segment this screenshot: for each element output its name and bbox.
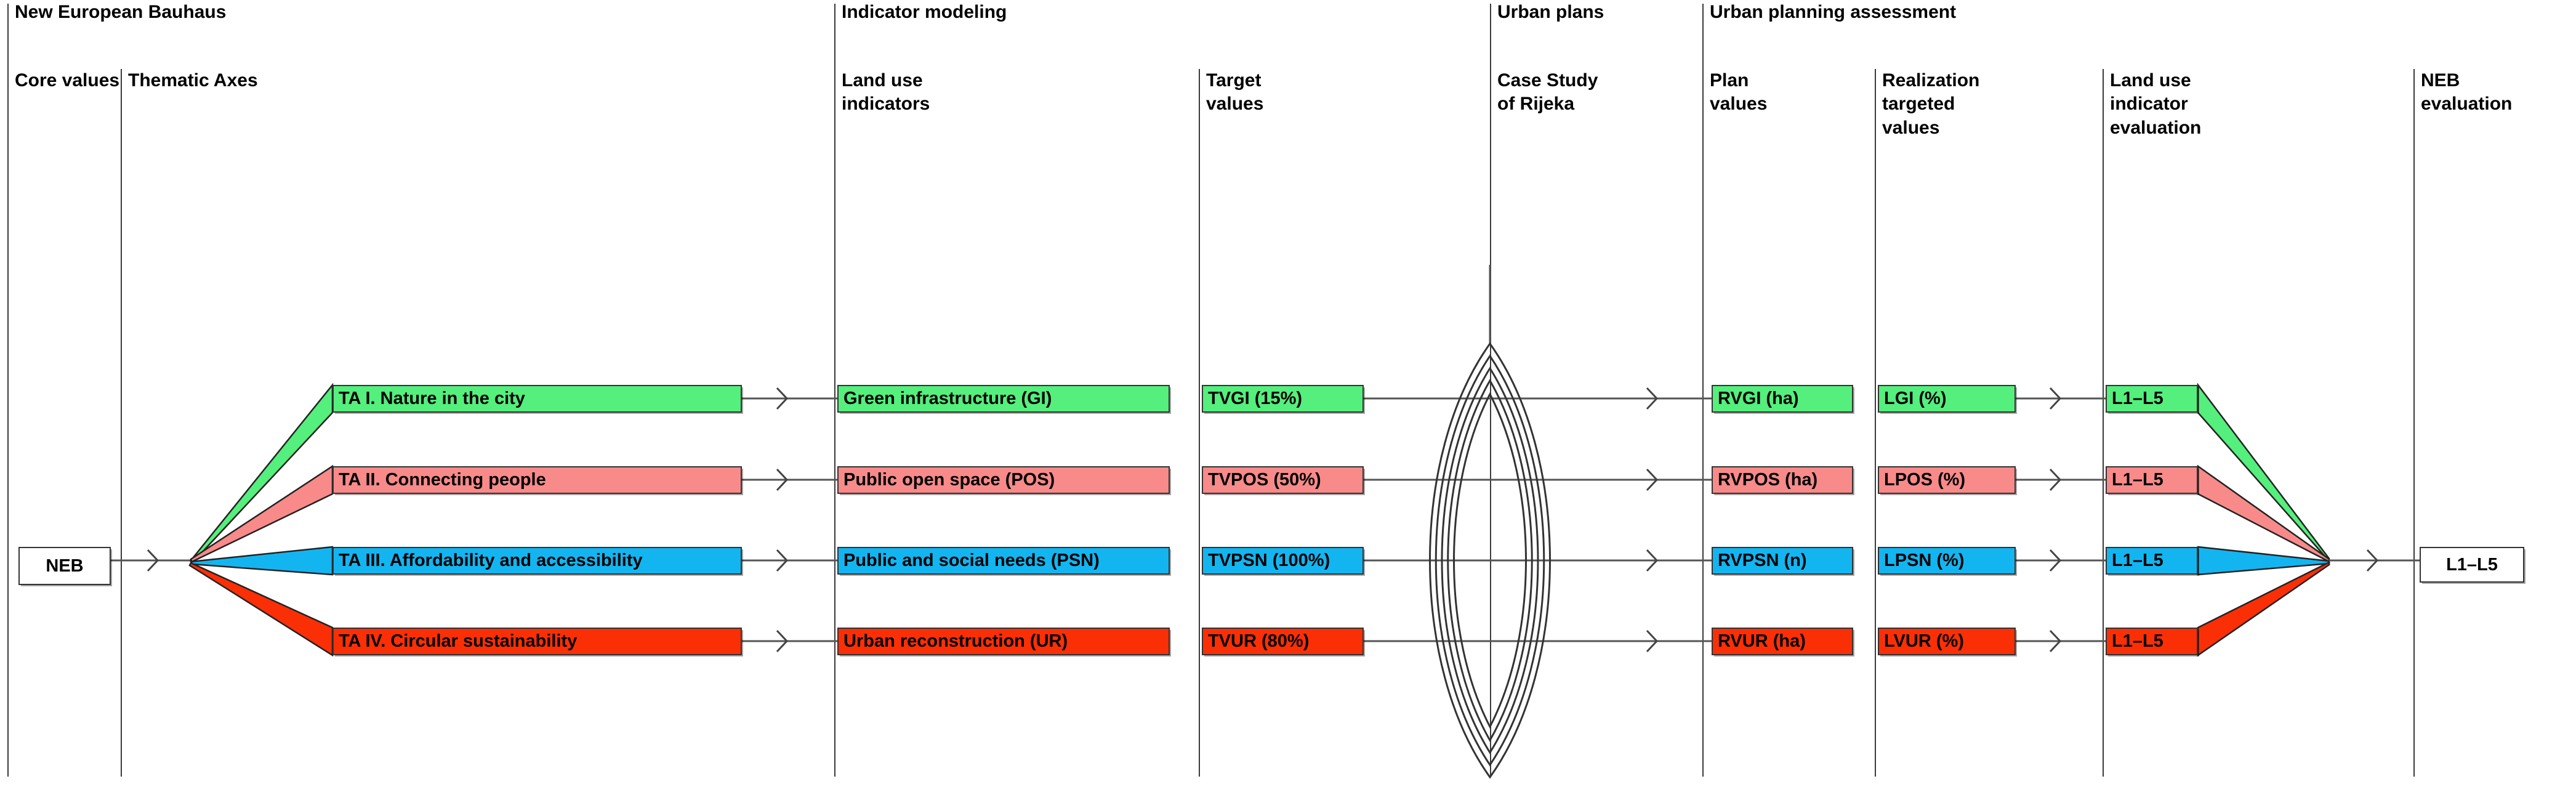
thematic-axis-box-1[interactable]: TA I. Nature in the city xyxy=(332,385,742,413)
indicator-evaluation-box-4[interactable]: L1–L5 xyxy=(2106,628,2198,655)
indicator-evaluation-box-3[interactable]: L1–L5 xyxy=(2106,547,2198,575)
thematic-axis-box-4[interactable]: TA IV. Circular sustainability xyxy=(332,628,742,655)
fan-right-red xyxy=(2197,560,2330,657)
urban-plans-lens xyxy=(1429,342,1551,779)
land-use-indicator-box-1[interactable]: Green infrastructure (GI) xyxy=(837,385,1170,413)
column-title-case-study: Case Study of Rijeka xyxy=(1497,70,1598,115)
rule-neb-evaluation xyxy=(2413,69,2415,777)
indicator-evaluation-box-2[interactable]: L1–L5 xyxy=(2106,466,2198,494)
group-title-new-european-bauhaus: New European Bauhaus xyxy=(15,2,227,22)
indicator-evaluation-box-1[interactable]: L1–L5 xyxy=(2106,385,2198,413)
fan-red xyxy=(188,562,334,657)
plan-value-box-4[interactable]: RVUR (ha) xyxy=(1712,628,1853,655)
rule-assessment-group xyxy=(1702,4,1704,777)
target-value-box-2[interactable]: TVPOS (50%) xyxy=(1202,466,1364,494)
rule-neb-group xyxy=(7,4,9,777)
rule-target-values xyxy=(1199,69,1200,777)
root-node-neb[interactable]: NEB xyxy=(18,547,111,585)
plan-value-box-3[interactable]: RVPSN (n) xyxy=(1712,547,1853,575)
thematic-axis-box-3[interactable]: TA III. Affordability and accessibility xyxy=(332,547,742,575)
plan-value-box-1[interactable]: RVGI (ha) xyxy=(1712,385,1853,413)
fan-green xyxy=(190,382,334,564)
column-title-target-values: Target values xyxy=(1206,70,1264,115)
group-title-indicator-modeling: Indicator modeling xyxy=(842,2,1007,22)
column-title-neb-evaluation: NEB evaluation xyxy=(2421,70,2513,115)
target-value-box-1[interactable]: TVGI (15%) xyxy=(1202,385,1364,413)
realization-value-box-4[interactable]: LVUR (%) xyxy=(1878,628,2016,655)
group-title-urban-planning-assessment: Urban planning assessment xyxy=(1710,2,1957,22)
rule-thematic-axes xyxy=(121,69,122,777)
column-title-realization-values: Realization targeted values xyxy=(1882,70,1980,138)
rule-realization xyxy=(1875,69,1876,777)
land-use-indicator-box-4[interactable]: Urban reconstruction (UR) xyxy=(837,628,1170,655)
column-title-plan-values: Plan values xyxy=(1710,70,1768,115)
target-value-box-3[interactable]: TVPSN (100%) xyxy=(1202,547,1364,575)
land-use-indicator-box-2[interactable]: Public open space (POS) xyxy=(837,466,1170,494)
realization-value-box-3[interactable]: LPSN (%) xyxy=(1878,547,2016,575)
column-title-indicator-evaluation: Land use indicator evaluation xyxy=(2110,70,2202,138)
column-title-core-values: Core values xyxy=(15,70,120,91)
realization-value-box-2[interactable]: LPOS (%) xyxy=(1878,466,2016,494)
target-value-box-4[interactable]: TVUR (80%) xyxy=(1202,628,1364,655)
rule-indicator-group xyxy=(834,4,835,777)
land-use-indicator-box-3[interactable]: Public and social needs (PSN) xyxy=(837,547,1170,575)
realization-value-box-1[interactable]: LGI (%) xyxy=(1878,385,2016,413)
thematic-axis-box-2[interactable]: TA II. Connecting people xyxy=(332,466,742,494)
plan-value-box-2[interactable]: RVPOS (ha) xyxy=(1712,466,1853,494)
group-title-urban-plans: Urban plans xyxy=(1497,2,1604,22)
column-title-thematic-axes: Thematic Axes xyxy=(128,70,258,91)
rule-indicator-eval xyxy=(2103,69,2104,777)
fan-right-green xyxy=(2197,382,2330,564)
rule-urbanplans-group xyxy=(1490,4,1491,777)
column-title-land-use-indicators: Land use indicators xyxy=(842,70,930,115)
result-node-neb-evaluation[interactable]: L1–L5 xyxy=(2420,547,2524,583)
